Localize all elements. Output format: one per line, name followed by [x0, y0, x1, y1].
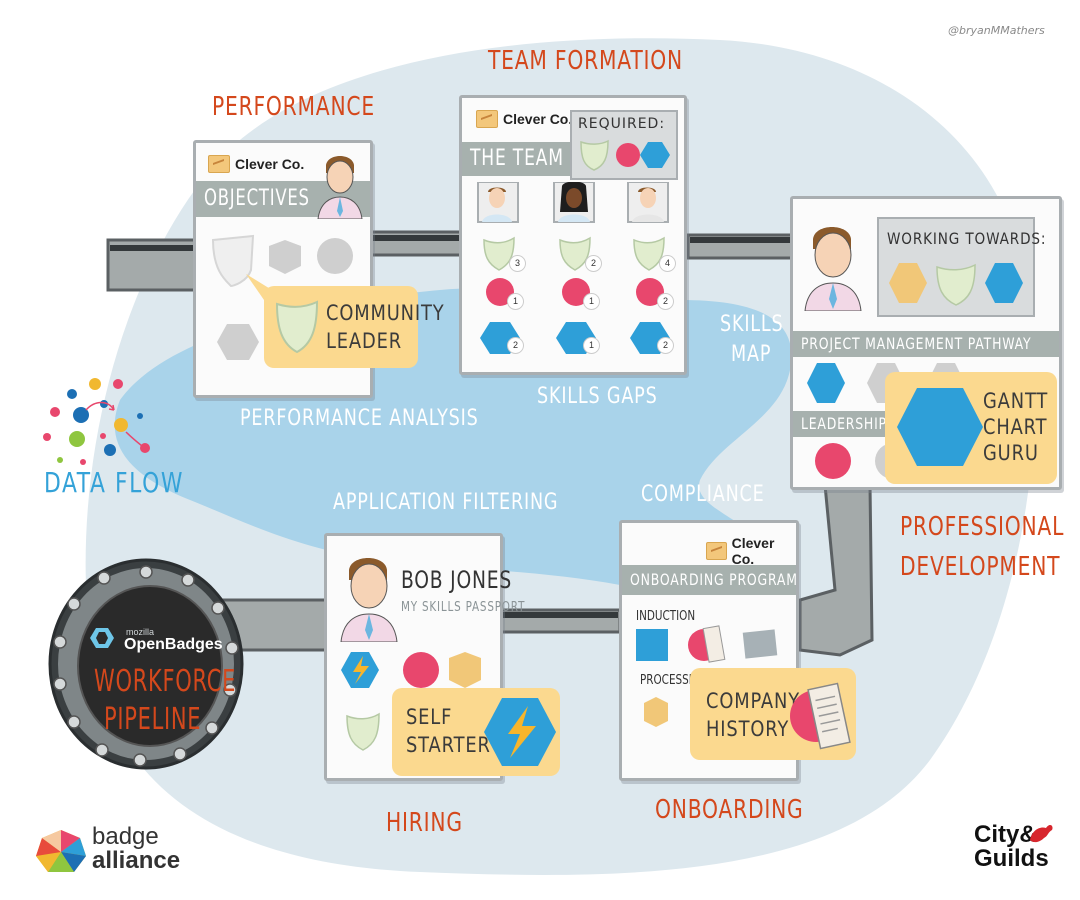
count-member-2-shield: 2 [586, 256, 601, 271]
passport-badges [341, 652, 481, 751]
label-skills-map-2: MAP [731, 342, 772, 367]
tooltip-line-1: COMPANY [706, 689, 800, 713]
processes-label: PROCESSES [640, 673, 702, 688]
pathway-2-label: LEADERSHIP PA [801, 414, 903, 433]
lightning-hex-badge-icon [484, 698, 556, 766]
tooltip-line-2: STARTER [406, 733, 491, 757]
data-flow-dots [43, 378, 150, 465]
stage-professional-development-2: DEVELOPMENT [900, 552, 1061, 582]
tooltip-line-1: GANTT [983, 389, 1049, 413]
label-data-flow: DATA FLOW [44, 466, 184, 499]
label-skills-map-1: SKILLS [720, 312, 784, 337]
team-label: THE TEAM [470, 146, 564, 171]
induction-label: INDUCTION [636, 609, 696, 624]
badge-alliance-logo-icon [36, 830, 86, 872]
label-application-filtering: APPLICATION FILTERING [333, 490, 559, 515]
tooltip-line-2: LEADER [326, 329, 402, 353]
objectives-label: OBJECTIVES [204, 186, 310, 211]
city-guilds-word-2: Guilds [974, 845, 1049, 872]
badge-alliance-word-1: badge [92, 823, 159, 850]
badge-alliance-word-2: alliance [92, 847, 181, 874]
candidate-avatar [340, 558, 398, 642]
hex-badge-icon [897, 388, 983, 466]
city-guilds-word-1: City& [974, 821, 1037, 848]
company-name: Clever Co. [731, 535, 775, 567]
count-member-3-circle: 2 [658, 294, 673, 309]
count-member-3-hex: 2 [658, 338, 673, 353]
required-box: REQUIRED: [570, 110, 678, 180]
count-member-1-circle: 1 [508, 294, 523, 309]
artist-credit: @bryanMMathers [948, 24, 1045, 37]
pipeline-title: PIPELINE [104, 702, 202, 737]
label-skills-gaps: SKILLS GAPS [537, 384, 658, 409]
scroll-badge-icon [790, 682, 851, 750]
tooltip-line-3: GURU [983, 441, 1039, 465]
pathway-1-label: PROJECT MANAGEMENT PATHWAY [801, 334, 1032, 353]
member-3 [627, 182, 669, 223]
self-starter-tooltip: SELF STARTER [392, 688, 560, 776]
brand-mozilla: mozilla [126, 627, 155, 637]
company-badge: Clever Co. [476, 110, 572, 128]
candidate-name: BOB JONES [401, 566, 513, 594]
onboarding-programme-label: ONBOARDING PROGRAMME [630, 570, 796, 589]
count-member-2-circle: 1 [584, 294, 599, 309]
working-towards-label: WORKING TOWARDS: [887, 229, 1047, 248]
tooltip-line-1: COMMUNITY [326, 301, 445, 325]
workforce-title: WORKFORCE [94, 664, 237, 699]
skills-passport-label: MY SKILLS PASSPORT [401, 600, 526, 615]
onboarding-header: ONBOARDING PROGRAMME [622, 565, 796, 595]
tooltip-line-1: SELF [406, 705, 453, 729]
target-badges [889, 263, 1023, 306]
onboarding-badges [636, 625, 778, 727]
city-guilds-dragon-icon [1030, 824, 1053, 843]
pathway-1-header: PROJECT MANAGEMENT PATHWAY [793, 331, 1059, 357]
tooltip-line-2: CHART [983, 415, 1048, 439]
team-header: THE TEAM [462, 142, 572, 176]
required-label: REQUIRED: [578, 116, 666, 132]
employee-avatar [317, 156, 363, 219]
company-logo-icon [208, 155, 230, 173]
count-member-1-hex: 2 [508, 338, 523, 353]
stage-performance: PERFORMANCE [212, 92, 375, 122]
community-leader-tooltip: COMMUNITY LEADER [264, 286, 444, 368]
company-badge: Clever Co. [706, 535, 796, 567]
hiring-card: BOB JONES MY SKILLS PASSPORT [324, 533, 524, 781]
stage-team-formation: TEAM FORMATION [488, 46, 683, 76]
tooltip-pointer [246, 274, 272, 300]
team-card: Clever Co. THE TEAM REQUIRED: [459, 95, 687, 375]
gantt-chart-guru-tooltip: GANTT CHART GURU [885, 372, 1057, 484]
working-towards-box: WORKING TOWARDS: [877, 217, 1045, 317]
team-members [477, 182, 670, 354]
label-performance-analysis: PERFORMANCE ANALYSIS [240, 406, 479, 431]
label-compliance: COMPLIANCE [641, 482, 765, 507]
employee-avatar [804, 227, 862, 311]
company-name: Clever Co. [503, 111, 573, 127]
objective-badges [211, 234, 353, 360]
member-2 [553, 182, 595, 223]
member-1 [477, 182, 519, 223]
count-member-1-shield: 3 [510, 256, 525, 271]
company-badge: Clever Co. [208, 155, 304, 173]
pathway-2-header: LEADERSHIP PA [793, 411, 903, 437]
company-logo-icon [476, 110, 498, 128]
company-logo-icon [706, 542, 727, 560]
company-name: Clever Co. [235, 156, 305, 172]
stage-onboarding: ONBOARDING [655, 795, 804, 825]
count-member-2-hex: 1 [584, 338, 599, 353]
shield-badge-icon [275, 300, 319, 354]
company-history-tooltip: COMPANY HISTORY [690, 668, 856, 760]
stage-hiring: HIRING [386, 808, 463, 838]
brand-openbadges: OpenBadges [124, 636, 223, 653]
tooltip-line-2: HISTORY [706, 717, 790, 741]
stage-professional-development-1: PROFESSIONAL [900, 512, 1065, 542]
open-badges-logo-icon [90, 628, 114, 648]
workforce-pipeline-porthole [48, 558, 244, 770]
count-member-3-shield: 4 [660, 256, 675, 271]
required-badges [580, 139, 670, 171]
